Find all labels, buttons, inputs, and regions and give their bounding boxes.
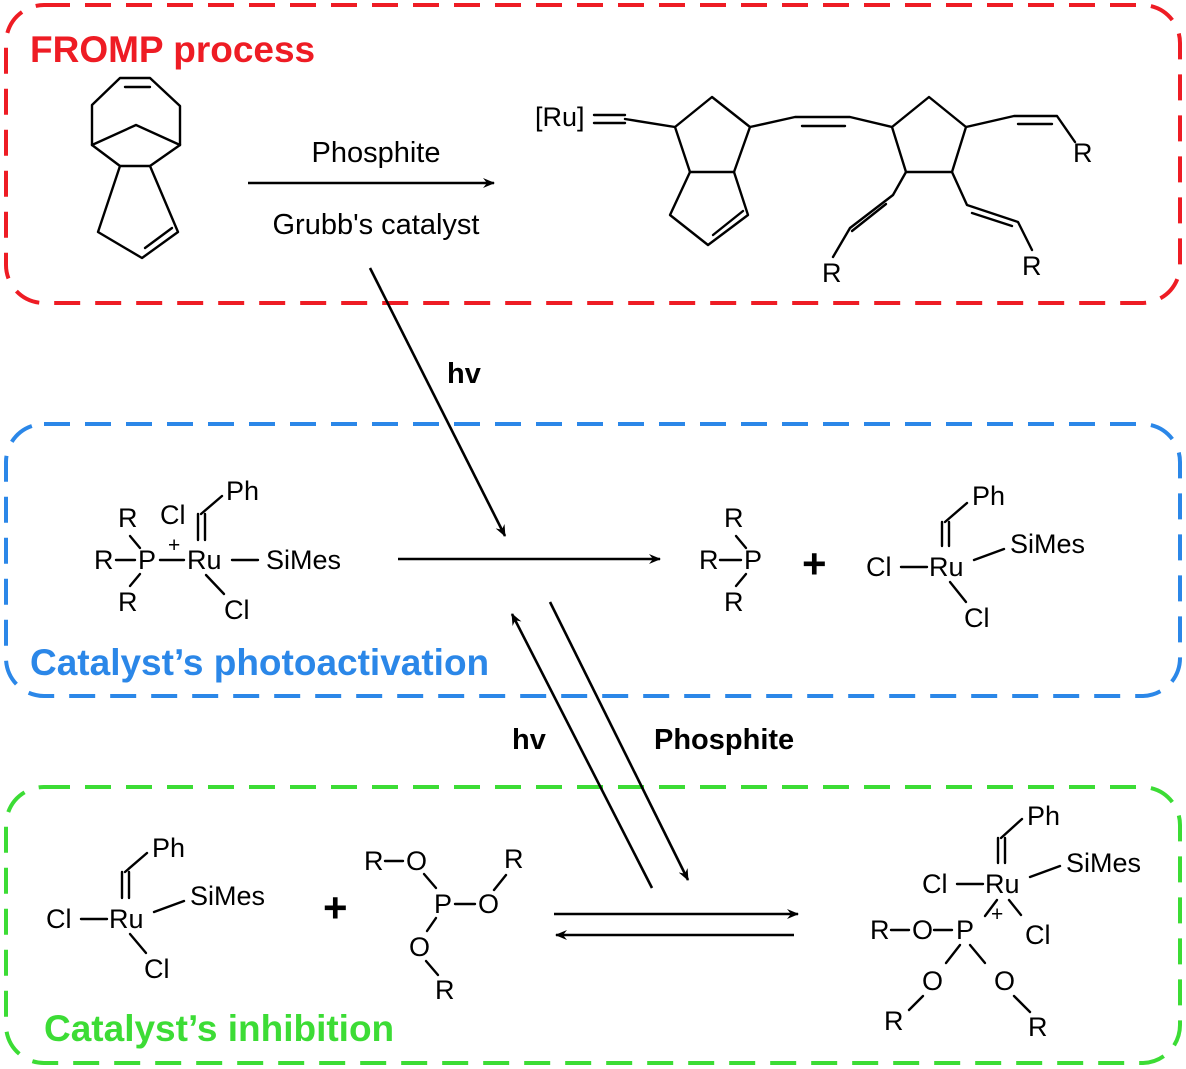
phosphite-structure: R O P O R O R xyxy=(364,844,524,1005)
atom-ph: Ph xyxy=(152,833,185,863)
atom-cl: Cl xyxy=(144,954,170,984)
plus-sign: + xyxy=(802,540,827,587)
atom-r: R xyxy=(118,503,138,533)
atom-p: P xyxy=(956,915,974,945)
fromp-reagent-grubbs-catalyst: Grubb's catalyst xyxy=(272,209,479,241)
atom-cl: Cl xyxy=(46,904,72,934)
hv-bottom-label: hv xyxy=(512,724,546,756)
atom-simes: SiMes xyxy=(1010,529,1085,559)
inhibition-section-box xyxy=(4,785,1182,1065)
atom-ru: Ru xyxy=(929,552,964,582)
active-ru-catalyst: Cl Ru Ph SiMes Cl xyxy=(866,481,1085,633)
fromp-section-title: FROMP process xyxy=(30,29,315,70)
atom-o: O xyxy=(922,966,943,996)
atom-r: R xyxy=(435,975,455,1005)
atom-p: P xyxy=(744,545,762,575)
atom-cl: Cl xyxy=(922,869,948,899)
charge-plus: + xyxy=(168,534,180,557)
atom-cl: Cl xyxy=(1025,920,1051,950)
atom-p: P xyxy=(138,545,156,575)
atom-cl: Cl xyxy=(866,552,892,582)
atom-r: R xyxy=(504,844,524,874)
atom-r: R xyxy=(364,846,384,876)
polydcpd-product-structure: [Ru] R R R xyxy=(535,95,1093,288)
hv-activation-arrow xyxy=(368,267,507,537)
atom-r: R xyxy=(870,915,890,945)
atom-ph: Ph xyxy=(226,476,259,506)
hv-reverse-arrow xyxy=(510,613,654,889)
atom-ru: Ru xyxy=(985,869,1020,899)
atom-o: O xyxy=(912,915,933,945)
ru-phosphine-complex: R R P R + Ru Cl Ph SiMes Cl xyxy=(94,476,341,625)
charge-plus: + xyxy=(991,903,1003,926)
atom-p: P xyxy=(434,889,452,919)
atom-ph: Ph xyxy=(972,481,1005,511)
phosphite-forward-arrow xyxy=(548,601,690,881)
atom-simes: SiMes xyxy=(266,545,341,575)
atom-r: R xyxy=(118,587,138,617)
atom-ru: Ru xyxy=(187,545,222,575)
atom-r: R xyxy=(1073,138,1093,168)
atom-r: R xyxy=(94,545,114,575)
atom-o: O xyxy=(406,846,427,876)
atom-o: O xyxy=(478,889,499,919)
atom-ru: Ru xyxy=(109,904,144,934)
atom-o: O xyxy=(994,966,1015,996)
photoactivation-section-box xyxy=(4,422,1182,698)
fromp-reagent-phosphite: Phosphite xyxy=(312,137,441,169)
atom-r: R xyxy=(884,1006,904,1036)
atom-simes: SiMes xyxy=(190,881,265,911)
atom-cl: Cl xyxy=(224,595,250,625)
fromp-section-box xyxy=(4,3,1182,305)
free-phosphine: R R P R xyxy=(699,503,762,617)
atom-r: R xyxy=(822,258,842,288)
inhibition-section-title: Catalyst’s inhibition xyxy=(44,1008,394,1049)
atom-cl: Cl xyxy=(964,603,990,633)
photoactivation-section-title: Catalyst’s photoactivation xyxy=(30,642,489,683)
dicyclopentadiene-structure xyxy=(90,76,182,260)
atom-ph: Ph xyxy=(1027,801,1060,831)
ru-phosphite-complex: Cl Ru Ph SiMes Cl + R O P O R O R xyxy=(870,801,1141,1042)
atom-r: R xyxy=(1022,251,1042,281)
atom-r: R xyxy=(724,587,744,617)
ru-catalyst-inhibition: Cl Ru Ph SiMes Cl xyxy=(46,833,265,984)
ru-bracket-label: [Ru] xyxy=(535,102,585,132)
hv-top-label: hv xyxy=(447,358,481,390)
atom-r: R xyxy=(699,545,719,575)
atom-o: O xyxy=(409,932,430,962)
phosphite-bottom-label: Phosphite xyxy=(654,724,794,756)
atom-cl: Cl xyxy=(160,500,186,530)
plus-sign: + xyxy=(323,884,348,931)
atom-r: R xyxy=(724,503,744,533)
atom-simes: SiMes xyxy=(1066,848,1141,878)
atom-r: R xyxy=(1028,1012,1048,1042)
